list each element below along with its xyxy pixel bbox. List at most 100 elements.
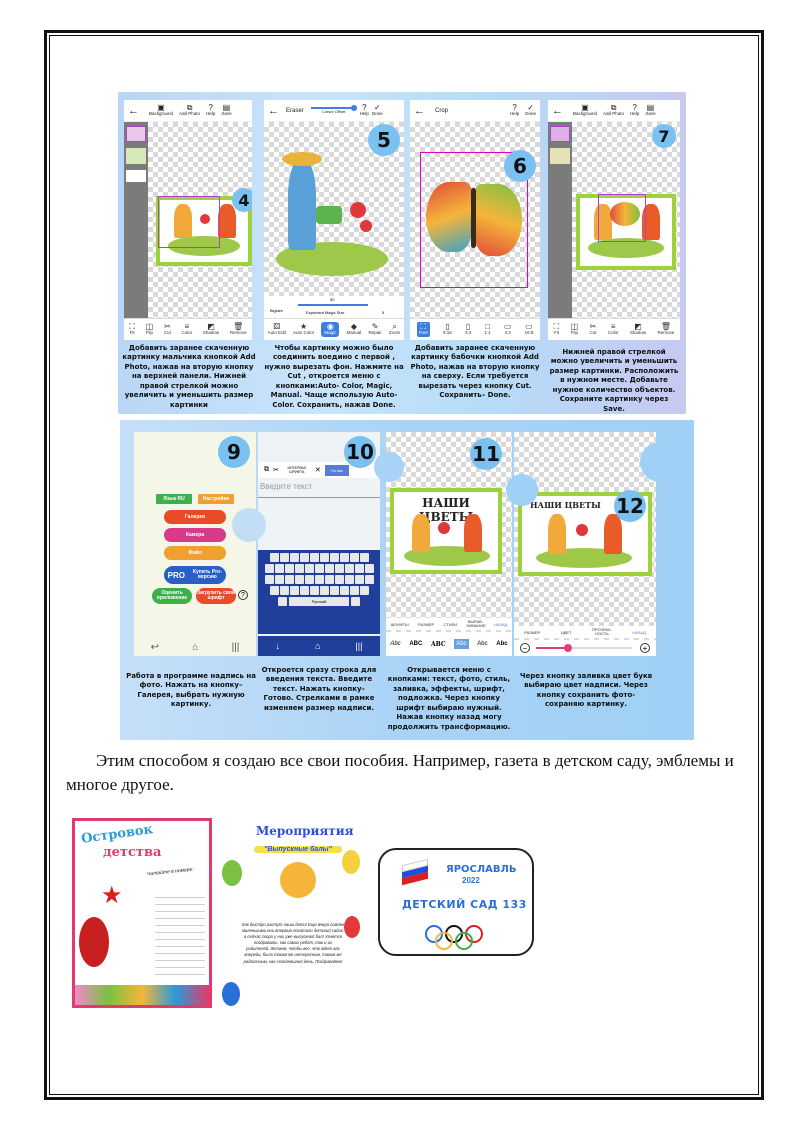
text-input[interactable]: Введите текст (258, 482, 380, 498)
keyboard[interactable]: Русский (258, 550, 380, 634)
back-arrow-icon[interactable]: ← (268, 104, 279, 117)
close-icon[interactable]: ✕ (314, 467, 321, 474)
back-arrow-icon[interactable]: ← (128, 104, 139, 117)
ready-button[interactable]: Готово (324, 464, 350, 476)
help-button[interactable]: ?Help (509, 102, 520, 117)
event-title: Мероприятия (256, 824, 354, 838)
repair-button[interactable]: ✎Repair (368, 321, 382, 336)
language-button[interactable]: Язык RU (156, 494, 192, 504)
home-icon[interactable]: ⌂ (192, 641, 199, 653)
font-option[interactable]: Abc (477, 641, 488, 647)
ratio-4-3-button[interactable]: ▭4:3 (503, 321, 512, 336)
ratio-3-4-button[interactable]: ▯3:4 (464, 321, 472, 336)
ratio-9-16-button[interactable]: ▯9:16 (443, 321, 452, 336)
size-slider[interactable] (536, 644, 632, 652)
canvas-area[interactable] (148, 122, 252, 318)
space-bar[interactable]: Русский (289, 597, 349, 606)
layer-thumb[interactable] (550, 148, 570, 164)
done-button[interactable]: ✓Done (525, 102, 536, 117)
layer-thumb[interactable] (126, 148, 146, 164)
remove-button[interactable]: 🗑Remove (229, 321, 247, 336)
back-arrow-icon[interactable]: ← (552, 104, 563, 117)
background-button[interactable]: ▣Background (149, 102, 174, 117)
tab-styles[interactable]: СТИЛИ (443, 621, 458, 627)
cut-button[interactable]: ✂Cut (589, 321, 597, 336)
tab-size[interactable]: РАЗМЕР (418, 621, 435, 627)
help-icon[interactable]: ? (238, 590, 248, 600)
layer-thumb[interactable] (126, 170, 146, 182)
selection-box[interactable] (158, 196, 220, 248)
manual-button[interactable]: ◆Manual (346, 321, 362, 336)
load-font-button[interactable]: Загрузить свой шрифт (196, 588, 236, 604)
plus-icon[interactable]: + (640, 643, 650, 653)
tab-align[interactable]: ВЫРАВ-НИВАНИЕ (466, 619, 486, 628)
font-option[interactable]: Abc (496, 641, 508, 647)
cut-button[interactable]: ✂Cut (163, 321, 171, 336)
canvas-area[interactable] (572, 122, 680, 318)
buy-pro-button[interactable]: PRO Купить Pro-версию (164, 566, 226, 584)
shadow-button[interactable]: ◩Shadow (629, 321, 647, 336)
flip-button[interactable]: ◫Flip (145, 321, 154, 336)
home-icon[interactable]: ⌂ (315, 641, 321, 651)
background-button[interactable]: ▣Background (573, 102, 598, 117)
file-button[interactable]: Файл (164, 546, 226, 560)
ratio-16-9-button[interactable]: ▭16:9 (524, 321, 534, 336)
tab-size[interactable]: РАЗМЕР (524, 629, 541, 635)
color-button[interactable]: ≡Color (181, 321, 193, 336)
copy-icon[interactable]: ⧉ (264, 466, 269, 473)
scissors-icon[interactable]: ✂ (273, 467, 279, 474)
caption-step-9: Работа в программе надпись на фото. Нажа… (126, 672, 256, 709)
gallery-button[interactable]: Галерея (164, 510, 226, 524)
hat-shape (282, 152, 322, 166)
camera-button[interactable]: Камера (164, 528, 226, 542)
tab-fonts[interactable]: ШРИФТЫ (390, 621, 409, 627)
tab-color[interactable]: ЦВЕТ (560, 629, 572, 635)
font-option[interactable]: ABC (430, 640, 446, 648)
help-button[interactable]: ?Help (359, 102, 369, 117)
tab-back[interactable]: НАЗАД (632, 629, 646, 635)
done-button[interactable]: ✓Done (371, 102, 383, 117)
recent-apps-icon[interactable]: ||| (231, 641, 240, 653)
caption-step-4: Добавить заранее скаченную картинку маль… (122, 344, 256, 409)
minus-icon[interactable]: − (520, 643, 530, 653)
font-option[interactable]: Abc (454, 639, 469, 649)
text-toolbar: ⧉ ✂ ИНТЕРВАЛ ШРИФТА ✕ Готово (258, 462, 380, 478)
fit-button[interactable]: ⛶Fit (553, 321, 560, 336)
rate-app-button[interactable]: Оценить приложение (152, 588, 192, 604)
fit-icon: ⛶ (553, 321, 560, 331)
shadow-button[interactable]: ◩Shadow (202, 321, 220, 336)
tab-back[interactable]: НАЗАД (493, 621, 508, 627)
ratio-1-1-button[interactable]: □1:1 (484, 321, 491, 336)
fit-button[interactable]: ⛶Fit (129, 321, 135, 336)
auto-edit-button[interactable]: ⚄Auto Edit (267, 321, 286, 336)
back-arrow-icon[interactable]: ← (414, 104, 425, 117)
flip-button[interactable]: ◫Flip (570, 321, 579, 336)
butterfly-wing-left (426, 182, 472, 252)
magic-button[interactable]: ◉Magic (321, 321, 340, 338)
layer-thumb[interactable] (126, 126, 146, 142)
save-button[interactable]: ▤Save (221, 102, 232, 117)
font-option[interactable]: ABC (409, 641, 423, 647)
ratio-free-button[interactable]: ⛶Free (416, 321, 430, 338)
help-button[interactable]: ?Help (630, 102, 640, 117)
save-button[interactable]: ▤Save (645, 102, 656, 117)
cursor-offset-slider[interactable]: Cursor Offset (310, 105, 357, 114)
color-button[interactable]: ≡Color (607, 321, 619, 336)
layer-thumb[interactable] (550, 126, 570, 142)
tab-opacity[interactable]: ПРОЗРАЧ-НОСТЬ (592, 627, 612, 636)
settings-button[interactable]: Настройки (198, 494, 234, 504)
eraser-size-slider[interactable] (298, 304, 368, 306)
down-icon[interactable]: ↓ (275, 641, 281, 651)
selection-box[interactable] (598, 194, 646, 242)
add-photo-button[interactable]: ⧉Add Photo (603, 102, 625, 117)
font-option[interactable]: Abc (390, 641, 401, 647)
remove-button[interactable]: 🗑Remove (657, 321, 675, 336)
crop-frame[interactable] (420, 152, 528, 288)
auto-color-button[interactable]: ★Auto Color (292, 321, 315, 336)
recent-apps-icon[interactable]: ||| (355, 641, 363, 651)
olympic-rings-icon (425, 925, 483, 950)
add-photo-button[interactable]: ⧉Add Photo (179, 102, 201, 117)
help-button[interactable]: ?Help (206, 102, 216, 117)
back-icon[interactable]: ↩ (150, 641, 160, 653)
zoom-button[interactable]: ⌕Zoom (388, 321, 401, 336)
